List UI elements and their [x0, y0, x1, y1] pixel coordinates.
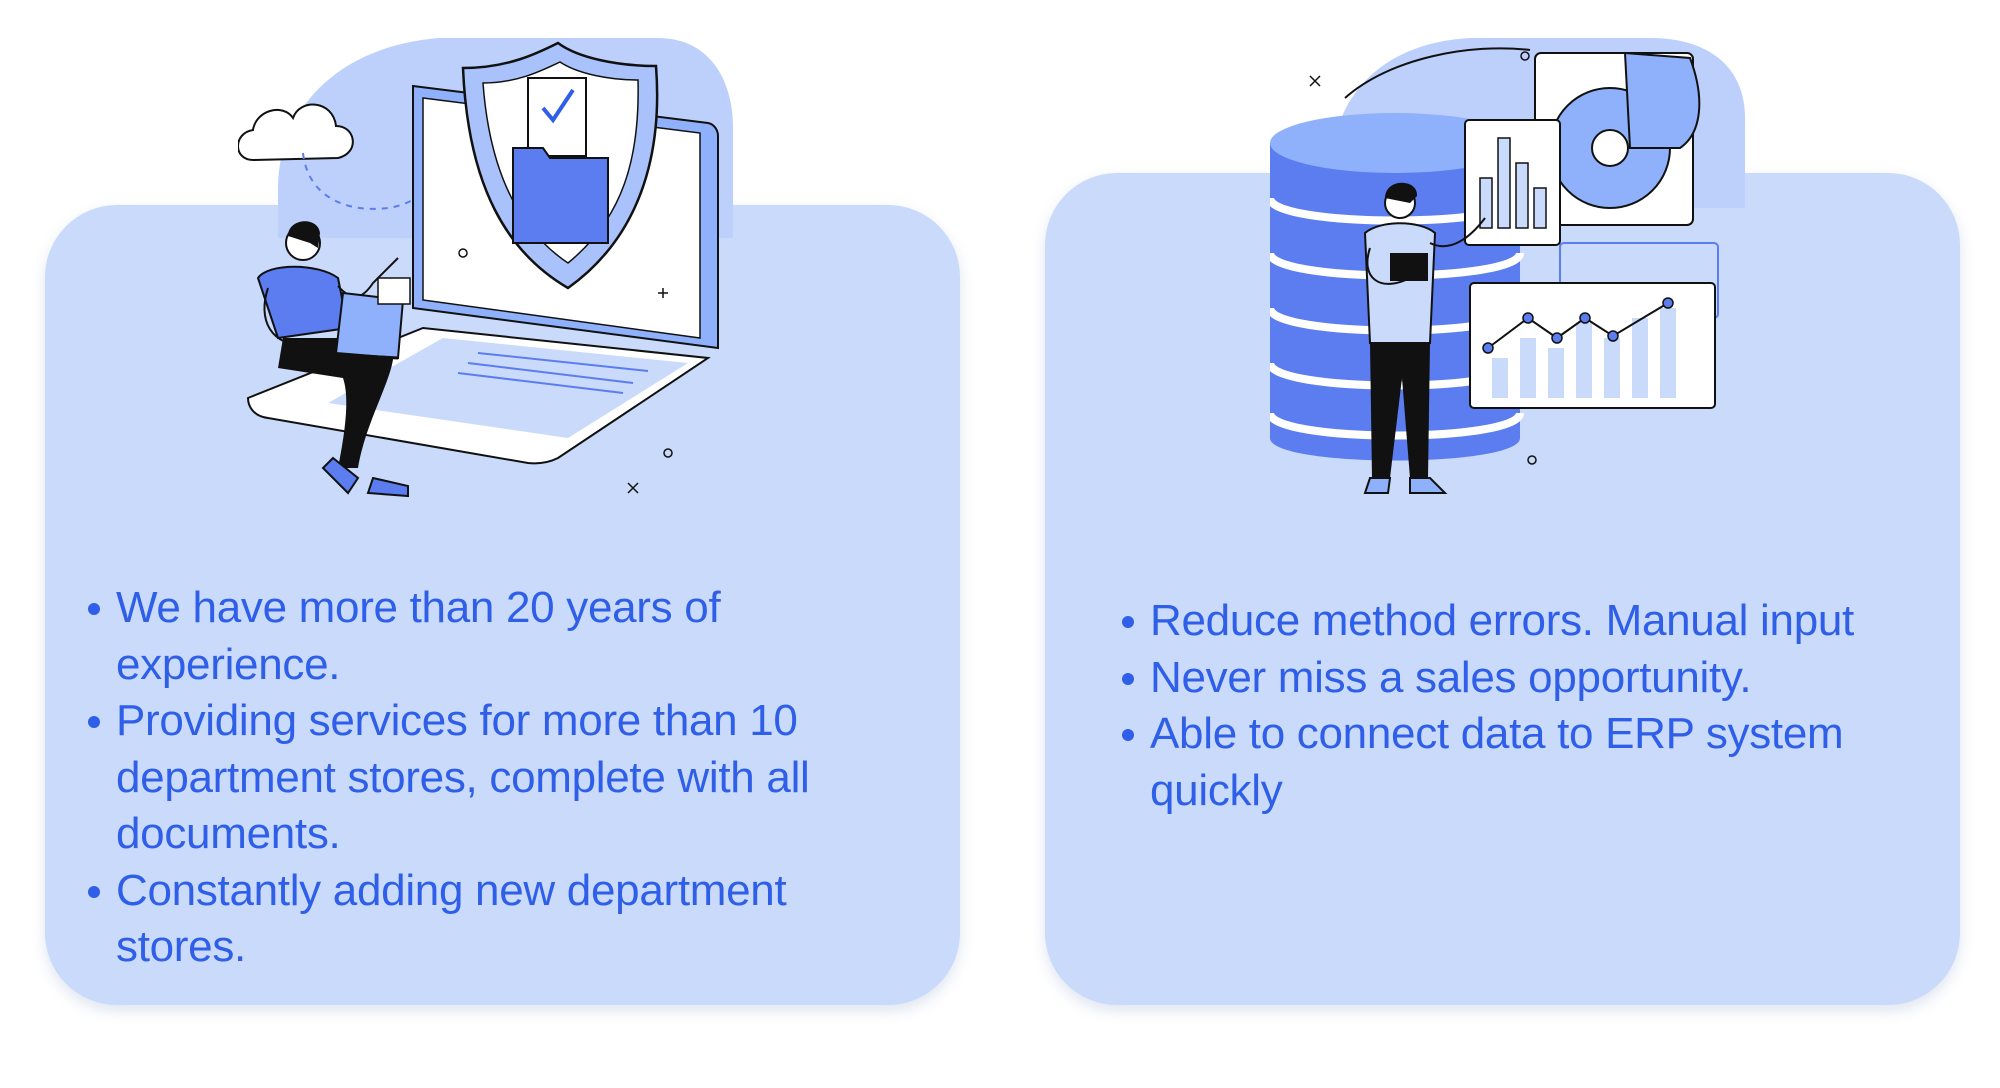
right-feature-list: Reduce method errors. Manual input Never… — [1122, 593, 1942, 819]
list-item: Constantly adding new department stores. — [88, 863, 908, 976]
pie-chart-icon — [1623, 51, 1701, 149]
list-item: Reduce method errors. Manual input — [1122, 593, 1942, 650]
list-item: Able to connect data to ERP system quick… — [1122, 706, 1942, 819]
folder-icon — [512, 147, 609, 244]
database-analytics-illustration — [1270, 38, 1745, 494]
list-item: We have more than 20 years of experience… — [88, 580, 908, 693]
tablet-icon — [1390, 253, 1428, 281]
left-feature-list: We have more than 20 years of experience… — [88, 580, 908, 976]
person-figure — [256, 221, 411, 498]
laptop-security-illustration — [238, 38, 733, 498]
list-item: Never miss a sales opportunity. — [1122, 650, 1942, 707]
list-item: Providing services for more than 10 depa… — [88, 693, 908, 863]
person-figure — [1363, 182, 1486, 494]
cloud-icon — [238, 103, 354, 162]
